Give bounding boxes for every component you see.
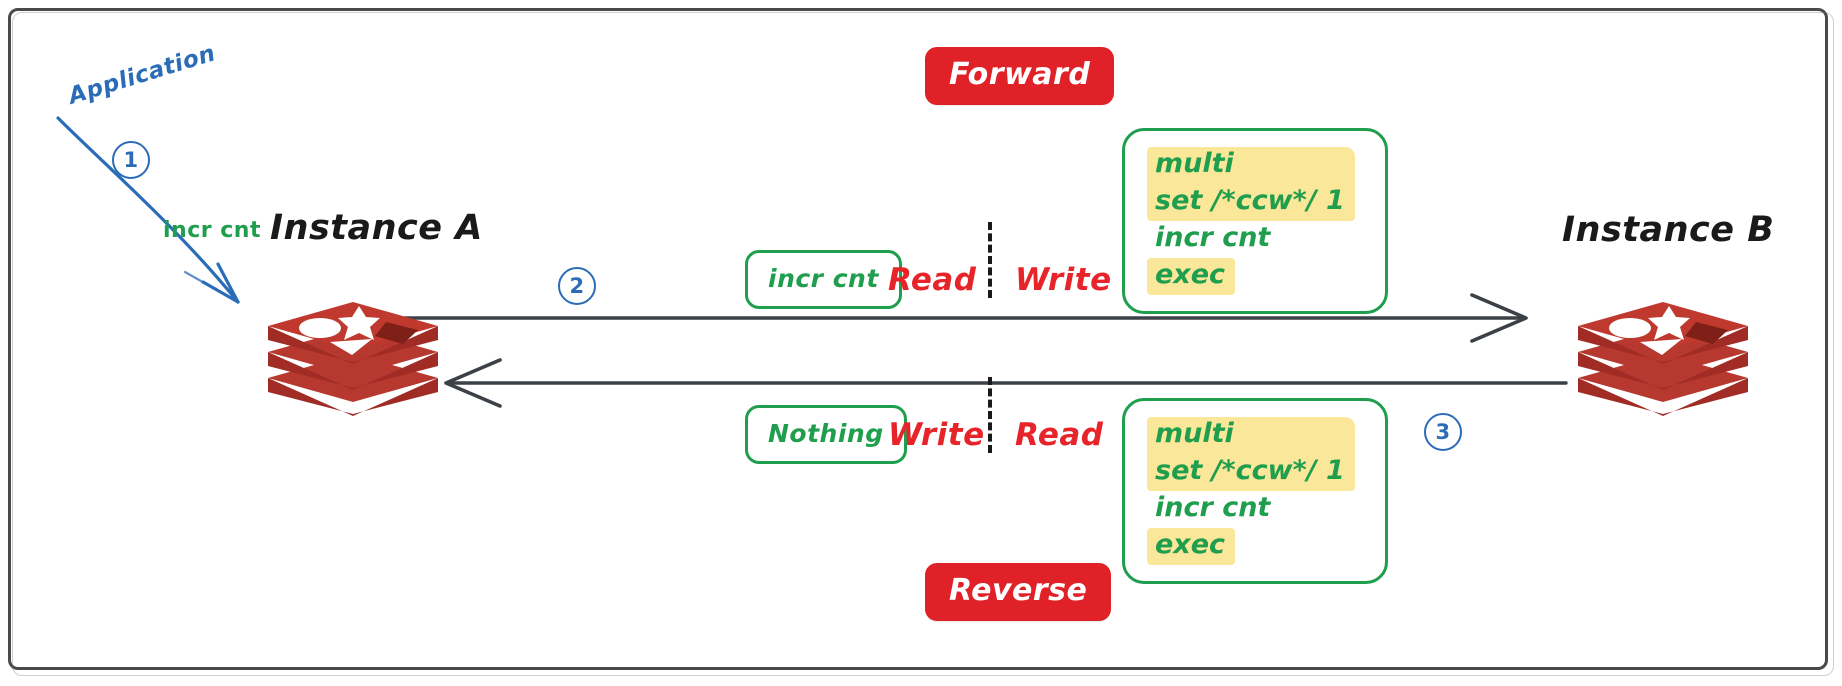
reverse-badge-label: Reverse bbox=[925, 563, 1112, 621]
instance-a-redis-icon bbox=[268, 302, 438, 416]
reverse-code-line-3: incr cnt bbox=[1155, 491, 1271, 523]
forward-code-highlight-group-top: multi set /*ccw*/ 1 bbox=[1147, 147, 1355, 221]
step-2-circle: 2 bbox=[558, 267, 596, 305]
reverse-command-box-label: Nothing bbox=[745, 405, 907, 464]
reverse-command-box: Nothing bbox=[745, 405, 907, 464]
reverse-right-word: Read bbox=[1015, 417, 1104, 453]
forward-badge-label: Forward bbox=[925, 47, 1115, 105]
forward-code-line-2: set /*ccw*/ 1 bbox=[1147, 183, 1355, 221]
forward-dashed-divider bbox=[988, 222, 992, 298]
forward-code-row-4: exec bbox=[1147, 257, 1367, 295]
forward-code-line-3: incr cnt bbox=[1155, 221, 1271, 253]
instance-b-redis-icon bbox=[1578, 302, 1748, 416]
reverse-code-row-4: exec bbox=[1147, 527, 1367, 565]
reverse-code-line-2: set /*ccw*/ 1 bbox=[1147, 453, 1355, 491]
forward-right-word: Write bbox=[1015, 262, 1112, 298]
step-1-circle: 1 bbox=[112, 141, 150, 179]
forward-code-line-4: exec bbox=[1147, 257, 1236, 295]
reverse-code-line-1: multi bbox=[1147, 417, 1244, 454]
instance-a-label: Instance A bbox=[270, 208, 483, 248]
step-2-number: 2 bbox=[558, 267, 596, 305]
step-3-circle: 3 bbox=[1424, 413, 1462, 451]
incr-cnt-annotation: incr cnt bbox=[163, 218, 261, 243]
reverse-code-panel: multi set /*ccw*/ 1 incr cnt exec bbox=[1122, 398, 1388, 584]
instance-b-label: Instance B bbox=[1562, 210, 1775, 250]
forward-badge: Forward bbox=[925, 47, 1115, 105]
forward-code-panel: multi set /*ccw*/ 1 incr cnt exec bbox=[1122, 128, 1388, 314]
forward-code-line-1: multi bbox=[1147, 147, 1244, 184]
reverse-badge: Reverse bbox=[925, 563, 1112, 621]
reverse-dashed-divider bbox=[988, 377, 992, 453]
reverse-code-line-4: exec bbox=[1147, 527, 1236, 565]
reverse-code-row-3: incr cnt bbox=[1147, 491, 1367, 528]
forward-command-box-label: incr cnt bbox=[745, 250, 902, 309]
reverse-code-highlight-group-top: multi set /*ccw*/ 1 bbox=[1147, 417, 1355, 491]
forward-command-box: incr cnt bbox=[745, 250, 902, 309]
step-1-number: 1 bbox=[112, 141, 150, 179]
step-3-number: 3 bbox=[1424, 413, 1462, 451]
reverse-left-word: Write bbox=[888, 417, 985, 453]
forward-code-row-3: incr cnt bbox=[1147, 221, 1367, 258]
forward-left-word: Read bbox=[888, 262, 977, 298]
